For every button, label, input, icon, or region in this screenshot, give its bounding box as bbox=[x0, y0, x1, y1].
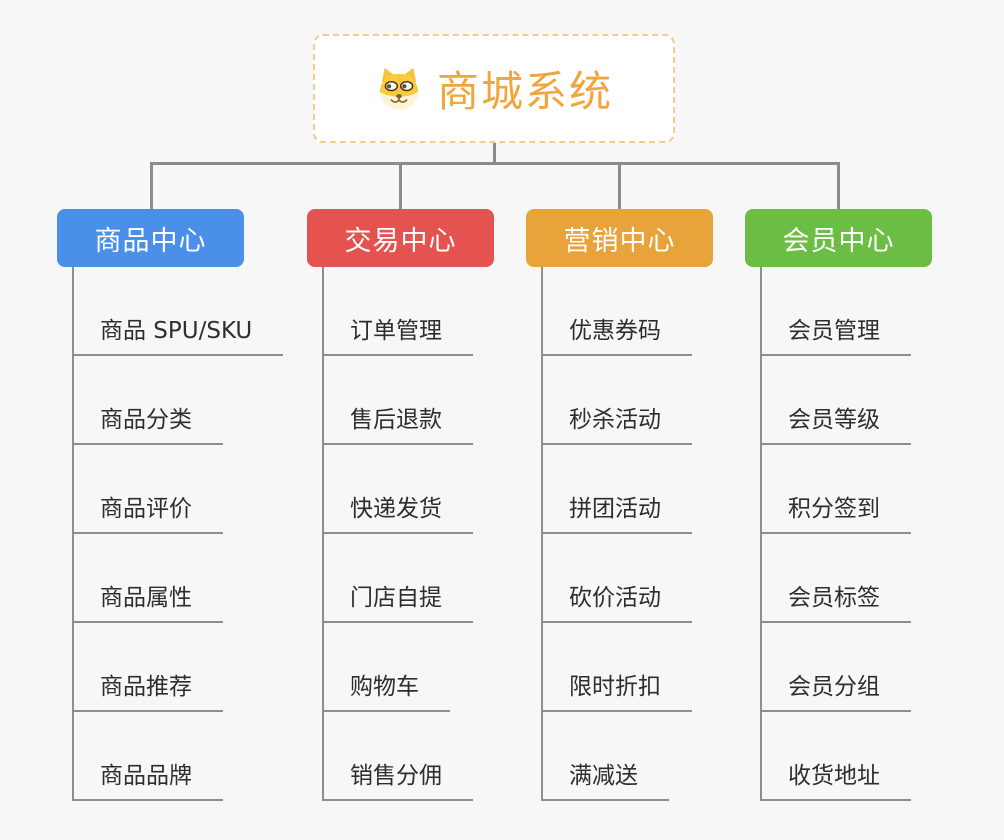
leaf-node[interactable]: 会员管理 bbox=[760, 267, 911, 356]
connector-bus bbox=[150, 162, 839, 165]
branch-topic-label: 会员中心 bbox=[782, 225, 895, 257]
leaf-node-label: 会员等级 bbox=[788, 407, 880, 434]
branch-topic-label: 交易中心 bbox=[344, 225, 457, 257]
leaf-node-label: 限时折扣 bbox=[569, 674, 661, 701]
leaf-node[interactable]: 砍价活动 bbox=[541, 534, 692, 623]
leaf-node-label: 会员管理 bbox=[788, 318, 880, 345]
leaf-node[interactable]: 商品分类 bbox=[72, 356, 223, 445]
connector-drop-products bbox=[150, 162, 153, 209]
branch-topic-label: 商品中心 bbox=[94, 225, 207, 257]
leaf-node[interactable]: 收货地址 bbox=[760, 712, 911, 801]
connector-drop-member bbox=[837, 162, 840, 209]
leaf-node-label: 商品推荐 bbox=[100, 674, 192, 701]
leaf-node-label: 门店自提 bbox=[350, 585, 442, 612]
leaf-node-label: 拼团活动 bbox=[569, 496, 661, 523]
leaf-node[interactable]: 售后退款 bbox=[322, 356, 473, 445]
leaf-node[interactable]: 订单管理 bbox=[322, 267, 473, 356]
leaf-node-label: 商品 SPU/SKU bbox=[100, 318, 253, 345]
leaf-node[interactable]: 商品评价 bbox=[72, 445, 223, 534]
connector-drop-trade bbox=[399, 162, 402, 209]
branch-leaf-list: 优惠券码秒杀活动拼团活动砍价活动限时折扣满减送 bbox=[526, 267, 692, 801]
branch-trunk-line bbox=[72, 267, 74, 801]
branch-trunk-line bbox=[322, 267, 324, 801]
leaf-node[interactable]: 拼团活动 bbox=[541, 445, 692, 534]
leaf-node[interactable]: 积分签到 bbox=[760, 445, 911, 534]
leaf-node[interactable]: 会员分组 bbox=[760, 623, 911, 712]
branch-trade-center: 交易中心 订单管理售后退款快递发货门店自提购物车销售分佣 bbox=[307, 209, 557, 809]
leaf-node[interactable]: 会员标签 bbox=[760, 534, 911, 623]
branch-member-center: 会员中心 会员管理会员等级积分签到会员标签会员分组收货地址 bbox=[745, 209, 995, 809]
branch-topic[interactable]: 营销中心 bbox=[526, 209, 713, 267]
branch-marketing-center: 营销中心 优惠券码秒杀活动拼团活动砍价活动限时折扣满减送 bbox=[526, 209, 776, 809]
leaf-node[interactable]: 商品属性 bbox=[72, 534, 223, 623]
branch-leaf-list: 会员管理会员等级积分签到会员标签会员分组收货地址 bbox=[745, 267, 911, 801]
branch-topic-label: 营销中心 bbox=[563, 225, 676, 257]
leaf-node[interactable]: 会员等级 bbox=[760, 356, 911, 445]
leaf-node[interactable]: 限时折扣 bbox=[541, 623, 692, 712]
root-topic-label: 商城系统 bbox=[436, 67, 613, 116]
leaf-node[interactable]: 门店自提 bbox=[322, 534, 473, 623]
leaf-node-label: 收货地址 bbox=[788, 763, 880, 790]
branch-product-center: 商品中心 商品 SPU/SKU 商品分类商品评价商品属性商品推荐商品品牌 bbox=[57, 209, 307, 809]
branch-topic[interactable]: 交易中心 bbox=[307, 209, 494, 267]
leaf-node-label: 销售分佣 bbox=[350, 763, 442, 790]
branch-trunk-line bbox=[760, 267, 762, 801]
leaf-node[interactable]: 销售分佣 bbox=[322, 712, 473, 801]
leaf-node-label: 秒杀活动 bbox=[569, 407, 661, 434]
leaf-node[interactable]: 商品品牌 bbox=[72, 712, 223, 801]
leaf-node-label: 快递发货 bbox=[350, 496, 442, 523]
leaf-node[interactable]: 优惠券码 bbox=[541, 267, 692, 356]
leaf-node-label: 砍价活动 bbox=[569, 585, 661, 612]
leaf-node[interactable]: 满减送 bbox=[541, 712, 669, 801]
leaf-node-label: 售后退款 bbox=[350, 407, 442, 434]
branch-leaf-list: 订单管理售后退款快递发货门店自提购物车销售分佣 bbox=[307, 267, 473, 801]
leaf-node-label: 优惠券码 bbox=[569, 318, 661, 345]
leaf-node[interactable]: 快递发货 bbox=[322, 445, 473, 534]
leaf-node[interactable]: 商品 SPU/SKU bbox=[72, 267, 284, 356]
branch-topic[interactable]: 会员中心 bbox=[745, 209, 932, 267]
dog-face-icon bbox=[379, 67, 419, 110]
connector-drop-marketing bbox=[618, 162, 621, 209]
leaf-node-label: 会员分组 bbox=[788, 674, 880, 701]
root-topic[interactable]: 商城系统 bbox=[313, 34, 675, 143]
branch-trunk-line bbox=[541, 267, 543, 801]
leaf-node-label: 满减送 bbox=[569, 763, 638, 790]
leaf-node-label: 会员标签 bbox=[788, 585, 880, 612]
leaf-node[interactable]: 秒杀活动 bbox=[541, 356, 692, 445]
leaf-node[interactable]: 购物车 bbox=[322, 623, 450, 712]
connector-root-drop bbox=[493, 143, 496, 163]
leaf-node-label: 商品品牌 bbox=[100, 763, 192, 790]
leaf-node-label: 购物车 bbox=[350, 674, 419, 701]
branch-topic[interactable]: 商品中心 bbox=[57, 209, 244, 267]
leaf-node-label: 积分签到 bbox=[788, 496, 880, 523]
leaf-node-label: 订单管理 bbox=[350, 318, 442, 345]
leaf-node-label: 商品评价 bbox=[100, 496, 192, 523]
leaf-node[interactable]: 商品推荐 bbox=[72, 623, 223, 712]
leaf-node-label: 商品分类 bbox=[100, 407, 192, 434]
leaf-node-label: 商品属性 bbox=[100, 585, 192, 612]
branch-leaf-list: 商品 SPU/SKU 商品分类商品评价商品属性商品推荐商品品牌 bbox=[57, 267, 284, 801]
